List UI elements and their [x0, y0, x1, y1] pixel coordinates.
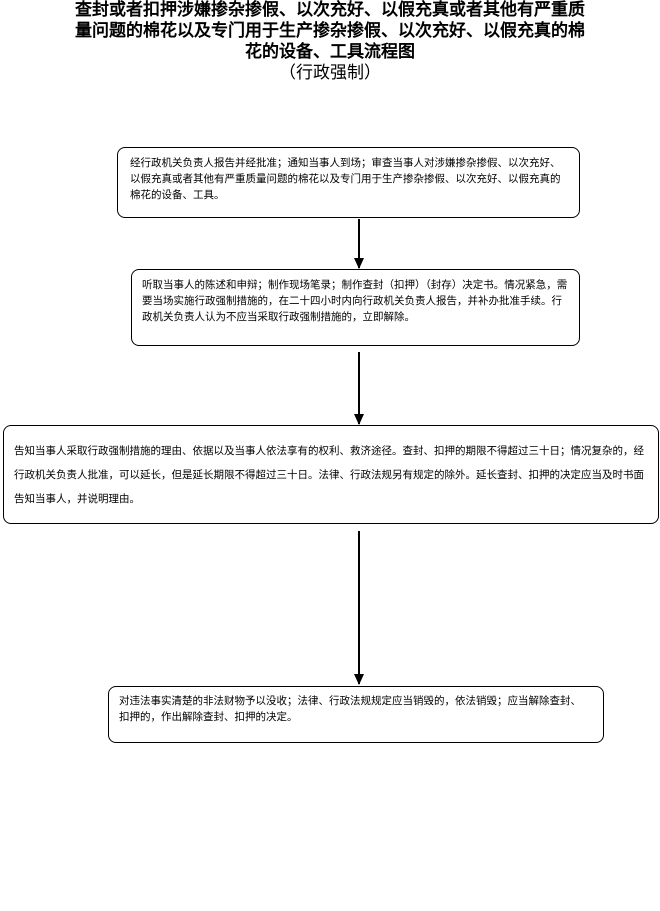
step-4-text: 对违法事实清楚的非法财物予以没收；法律、行政法规规定应当销毁的，依法销毁；应当解…: [119, 695, 581, 723]
arrow-step-3-to-4: [354, 531, 364, 685]
title-subtitle: （行政强制）: [279, 63, 381, 83]
step-2-box: 听取当事人的陈述和申辩；制作现场笔录；制作查封（扣押）（封存）决定书。情况紧急，…: [131, 269, 580, 346]
title-line-2: 量问题的棉花以及专门用于生产掺杂掺假、以次充好、以假充真的棉: [75, 21, 585, 41]
title-line-3: 花的设备、工具流程图: [245, 42, 415, 62]
arrow-step-1-to-2: [354, 219, 364, 269]
step-2-text: 听取当事人的陈述和申辩；制作现场笔录；制作查封（扣押）（封存）决定书。情况紧急，…: [142, 279, 568, 323]
step-3-box: 告知当事人采取行政强制措施的理由、依据以及当事人依法享有的权利、救济途径。查封、…: [3, 425, 659, 524]
step-4-box: 对违法事实清楚的非法财物予以没收；法律、行政法规规定应当销毁的，依法销毁；应当解…: [108, 686, 604, 743]
flowchart-title: 查封或者扣押涉嫌掺杂掺假、以次充好、以假充真或者其他有严重质 量问题的棉花以及专…: [20, 0, 640, 84]
step-1-box: 经行政机关负责人报告并经批准；通知当事人到场；审查当事人对涉嫌掺杂掺假、以次充好…: [117, 147, 580, 218]
arrow-step-2-to-3: [354, 352, 364, 425]
title-line-1: 查封或者扣押涉嫌掺杂掺假、以次充好、以假充真或者其他有严重质: [75, 0, 585, 20]
step-1-text: 经行政机关负责人报告并经批准；通知当事人到场；审查当事人对涉嫌掺杂掺假、以次充好…: [130, 157, 561, 201]
step-3-text: 告知当事人采取行政强制措施的理由、依据以及当事人依法享有的权利、救济途径。查封、…: [14, 445, 644, 505]
